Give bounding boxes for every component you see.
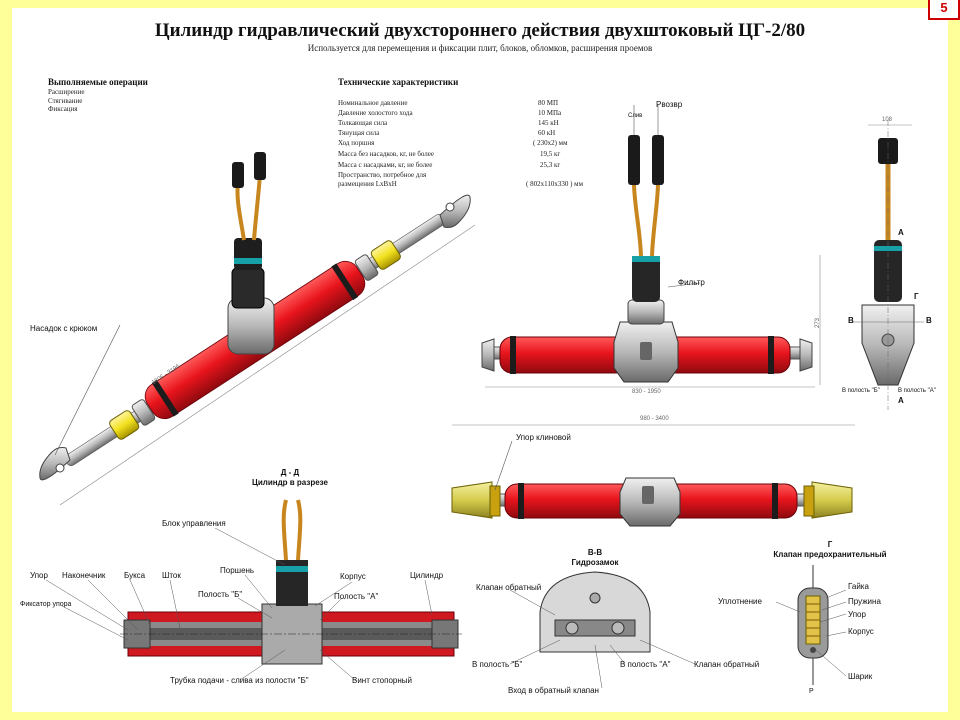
label-section-b-right: В <box>926 316 932 325</box>
label-section-g: Г <box>914 292 919 301</box>
spec-value: 60 кН <box>538 129 556 137</box>
drawing-sheet <box>12 8 948 712</box>
safety-valve-title: Г <box>827 540 833 549</box>
label-supply-tube: Трубка подачи - слива из полости "Б" <box>170 676 309 685</box>
side-view-cylinder <box>852 120 924 410</box>
label-body: Корпус <box>340 572 366 581</box>
label-tip: Наконечник <box>62 571 106 580</box>
label-hook-nozzle: Насадок с крюком <box>30 324 98 333</box>
label-view-cavity-b: В полость "Б" <box>842 388 880 394</box>
label-to-cavity-b: В полость "Б" <box>472 660 523 669</box>
hydro-lock-caption: В-В Гидрозамок <box>550 548 640 568</box>
safety-valve-view <box>775 565 847 685</box>
operation-item: Расширение <box>48 88 85 96</box>
dimension-wedge-length: 980 - 3400 <box>640 416 669 422</box>
section-dd-title: Д - Д <box>280 468 300 477</box>
spec-value: 145 кН <box>538 119 559 127</box>
label-cylinder: Цилиндр <box>410 571 444 580</box>
operation-item: Стягивание <box>48 96 83 105</box>
label-control-block: Блок управления <box>162 519 226 528</box>
operations-heading: Выполняемые операции <box>48 77 148 87</box>
label-body-valve: Корпус <box>848 627 874 636</box>
hydro-lock-title: В-В <box>587 548 603 557</box>
section-dd-caption: Д - Д Цилиндр в разрезе <box>230 468 350 488</box>
label-pressure-p: P <box>809 688 814 695</box>
spec-label: Ход поршня <box>338 139 375 147</box>
label-seal: Уплотнение <box>718 597 762 606</box>
label-set-screw: Винт стопорный <box>352 676 412 685</box>
label-wedge-stop: Упор клиновой <box>516 433 571 442</box>
spec-value: ( 802x110x330 ) мм <box>526 180 584 188</box>
label-stop-lock: Фиксатор упора <box>20 601 72 608</box>
label-cavity-a: Полость "А" <box>334 592 379 601</box>
label-ball: Шарик <box>848 672 873 681</box>
spec-value: 19,5 кг <box>540 150 561 158</box>
specs-heading: Технические характеристики <box>338 77 459 87</box>
spec-value: 10 MПа <box>538 109 562 117</box>
operation-item: Фиксация <box>48 105 78 113</box>
isometric-cylinder-view <box>39 152 476 506</box>
label-stop-valve: Упор <box>848 610 866 619</box>
label-spring: Пружина <box>848 597 881 606</box>
spec-value: 25,3 кг <box>540 161 561 169</box>
spec-value: 80 МП <box>538 99 559 107</box>
spec-label: Масса без насадков, кг, не более <box>338 150 434 158</box>
label-nut: Гайка <box>848 582 869 591</box>
label-drain-port: Слив <box>628 113 643 119</box>
label-section-a-top: А <box>898 228 904 237</box>
label-bushing: Букса <box>124 571 146 580</box>
label-section-a-bottom: А <box>898 396 904 405</box>
safety-valve-caption: Г Клапан предохранительный <box>760 540 900 560</box>
front-view-cylinder <box>481 105 821 388</box>
spec-label: Давление холостого хода <box>338 109 413 117</box>
hydro-lock-view <box>509 571 696 689</box>
label-check-valve-top: Клапан обратный <box>476 583 542 592</box>
label-rod: Шток <box>162 571 181 580</box>
label-stop: Упор <box>30 571 48 580</box>
spec-label: Масса с насадками, кг, не более <box>338 161 433 169</box>
page-subtitle: Используется для перемещения и фиксации … <box>307 43 653 53</box>
wedge-stop-view <box>451 424 855 527</box>
spec-label: Пространство, потребное для <box>338 171 427 179</box>
page-title: Цилиндр гидравлический двухстороннего де… <box>154 20 806 41</box>
spec-label: размещения LxBxH <box>338 180 397 188</box>
label-view-cavity-a: В полость "А" <box>898 388 936 394</box>
hydro-lock-subtitle: Гидрозамок <box>571 558 619 567</box>
label-cavity-b: Полость "Б" <box>198 590 243 599</box>
operations-list: Расширение Стягивание Фиксация <box>48 88 84 114</box>
section-view-cylinder <box>45 499 462 682</box>
dimension-width: 108 <box>882 117 893 123</box>
spec-value: ( 230х2) мм <box>533 139 568 147</box>
label-filter: Фильтр <box>678 278 705 287</box>
spec-label: Номинальное давление <box>338 99 408 107</box>
label-to-cavity-a: В полость "А" <box>620 660 671 669</box>
page-number-badge: 5 <box>928 0 960 20</box>
label-check-valve-bottom: Клапан обратный <box>694 660 760 669</box>
label-valve-port: Рвозвр <box>656 100 683 109</box>
label-check-inlet: Вход в обратный клапан <box>508 686 599 695</box>
section-dd-subtitle: Цилиндр в разрезе <box>252 478 328 487</box>
dimension-front-length: 830 - 1950 <box>632 389 661 395</box>
spec-label: Тянущая сила <box>338 129 380 137</box>
label-piston: Поршень <box>220 566 255 575</box>
dimension-height: 273 <box>815 317 822 329</box>
label-section-b-left: В <box>848 316 854 325</box>
spec-label: Толкающая сила <box>338 119 388 127</box>
safety-valve-subtitle: Клапан предохранительный <box>773 550 887 559</box>
